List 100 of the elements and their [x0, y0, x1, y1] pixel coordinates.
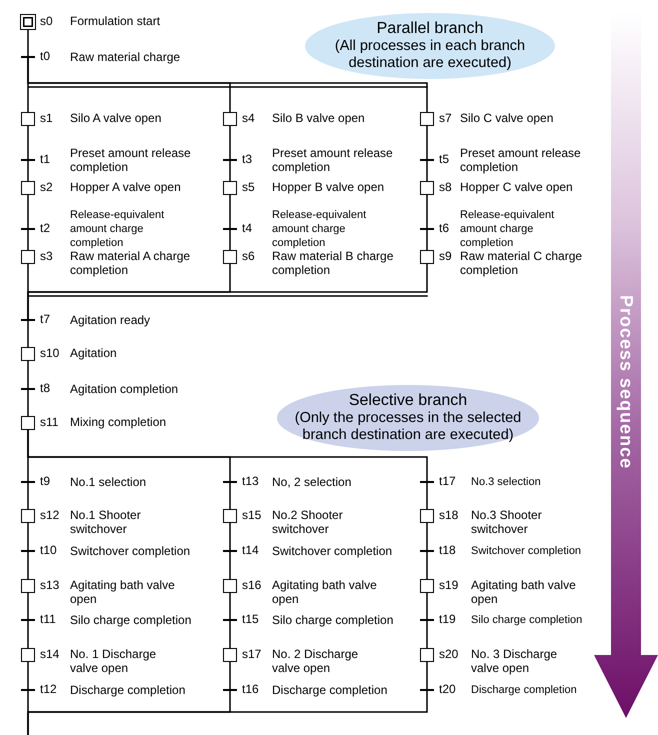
- callout-text: (All processes in each branch destination are executed): [334, 38, 526, 72]
- step-box: [21, 579, 35, 593]
- transition-number: t14: [242, 543, 259, 557]
- step-box: [21, 416, 35, 430]
- transition-number: t6: [439, 221, 450, 235]
- connector-line: [426, 523, 428, 551]
- transition-number: t1: [40, 152, 50, 166]
- step-box: [21, 509, 35, 523]
- transition-label: Agitation completion: [70, 382, 180, 396]
- transition-number: t16: [242, 682, 259, 696]
- connector-line: [229, 229, 231, 250]
- connector-line: [27, 320, 29, 347]
- step-label: No. 3 Discharge valve open: [471, 647, 558, 675]
- step-box: [223, 112, 237, 126]
- step-label: Silo B valve open: [272, 111, 366, 125]
- step-label: Agitating bath valve open: [471, 578, 576, 606]
- step-label: Raw material B charge completion: [272, 249, 394, 277]
- transition-label: Silo charge completion: [70, 613, 192, 627]
- transition-number: t19: [439, 612, 456, 626]
- connector-line: [27, 523, 29, 551]
- step-number: s15: [242, 508, 262, 522]
- step-box: [420, 250, 434, 264]
- transition-label: No, 2 selection: [272, 475, 352, 489]
- connector-line: [229, 593, 231, 620]
- step-label: No.2 Shooter switchover: [272, 508, 344, 536]
- transition-number: t20: [439, 682, 456, 696]
- step-number: s18: [439, 508, 458, 522]
- step-number: s7: [439, 111, 452, 125]
- transition-number: t9: [40, 474, 50, 488]
- step-box: [223, 181, 237, 195]
- step-box: [223, 250, 237, 264]
- step-number: s8: [439, 180, 452, 194]
- connector-line: [229, 195, 231, 229]
- transition-label: Switchover completion: [471, 544, 582, 558]
- connector-line: [27, 57, 428, 112]
- connector-line: [426, 195, 428, 229]
- step-number: s12: [40, 508, 60, 522]
- step-number: s1: [40, 111, 53, 125]
- transition-number: t8: [40, 381, 50, 395]
- transition-label: Agitation ready: [70, 313, 152, 327]
- connector-line: [27, 264, 428, 320]
- connector-line: [27, 160, 29, 181]
- connector-line: [229, 662, 231, 690]
- connector-line: [27, 593, 29, 620]
- transition-label: Release-equivalent amount charge completion: [272, 208, 368, 250]
- callout-title: Selective branch: [348, 392, 468, 410]
- step-box: [21, 347, 35, 361]
- connector-line: [27, 482, 29, 509]
- step-number: s19: [439, 578, 458, 592]
- connector-line: [229, 523, 231, 551]
- step-number: s20: [439, 647, 458, 661]
- step-box: [420, 648, 434, 662]
- step-label: Agitating bath valve open: [272, 578, 377, 606]
- transition-number: t10: [40, 543, 57, 557]
- transition-number: t0: [40, 49, 50, 63]
- step-number: s5: [242, 180, 255, 194]
- step-box: [223, 648, 237, 662]
- transition-label: Preset amount release completion: [272, 146, 394, 174]
- transition-label: Discharge completion: [471, 683, 578, 697]
- connector-line: [229, 551, 231, 579]
- step-label: Silo C valve open: [460, 111, 554, 125]
- step-number: s13: [40, 578, 60, 592]
- connector-line: [426, 662, 428, 690]
- transition-number: t2: [40, 221, 50, 235]
- connector-line: [27, 229, 29, 250]
- transition-label: Switchover completion: [272, 544, 394, 558]
- connector-line: [229, 620, 231, 648]
- step-box: [223, 579, 237, 593]
- step-label: Agitation: [70, 346, 118, 360]
- connector-line: [27, 389, 29, 416]
- step-label: Raw material C charge completion: [460, 249, 584, 277]
- step-box: [223, 509, 237, 523]
- step-label: No.3 Shooter switchover: [471, 508, 543, 536]
- step-number: s2: [40, 180, 53, 194]
- transition-number: t12: [40, 682, 57, 696]
- connector-line: [426, 126, 428, 160]
- step-label: No. 2 Discharge valve open: [272, 647, 360, 675]
- transition-number: t7: [40, 312, 50, 326]
- step-label: Hopper C valve open: [460, 180, 574, 194]
- connector-line: [27, 662, 29, 690]
- connector-line: [229, 160, 231, 181]
- connector-line: [27, 690, 428, 735]
- transition-label: Silo charge completion: [471, 613, 584, 627]
- step-box: [420, 509, 434, 523]
- step-box: [21, 181, 35, 195]
- connector-line: [426, 593, 428, 620]
- step-number: s11: [40, 415, 58, 429]
- transition-number: t18: [439, 543, 456, 557]
- step-label: Hopper A valve open: [70, 180, 182, 194]
- step-label: Mixing completion: [70, 415, 168, 429]
- step-number: s4: [242, 111, 255, 125]
- connector-line: [229, 126, 231, 160]
- transition-number: t5: [439, 152, 450, 166]
- step-box: [420, 181, 434, 195]
- transition-label: Preset amount release completion: [460, 146, 582, 174]
- step-label: Formulation start: [70, 14, 162, 28]
- connector-line: [27, 195, 29, 229]
- step-number: s10: [40, 346, 60, 360]
- step-number: s6: [242, 249, 255, 263]
- transition-label: Preset amount release completion: [70, 146, 192, 174]
